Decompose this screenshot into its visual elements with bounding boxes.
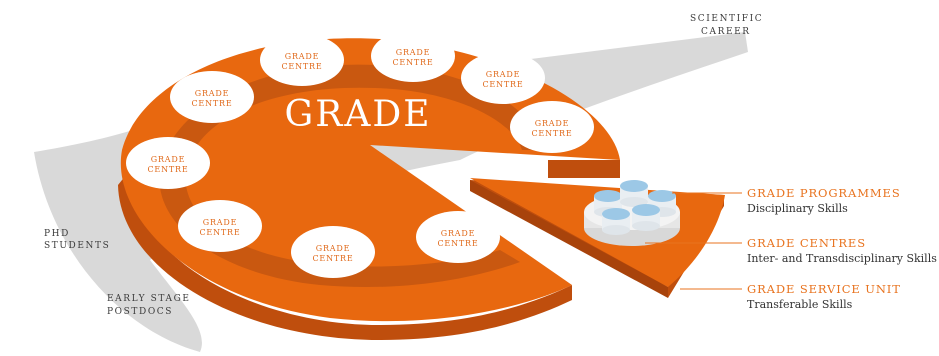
programme-cylinder-5 (632, 204, 660, 231)
grade-centre-ellipse (126, 137, 210, 189)
grade-centre-label-line1: GRADE (441, 229, 475, 238)
grade-centres: GRADECENTREGRADECENTREGRADECENTREGRADECE… (126, 30, 594, 278)
grade-centre-label-line2: CENTRE (438, 239, 479, 248)
phd-students-label-line1: PHD (44, 229, 70, 239)
grade-centre-ellipse (510, 101, 594, 153)
programme-cylinder-2 (620, 180, 648, 207)
grade-centre-label-line2: CENTRE (192, 99, 233, 108)
grade-centre-label-line1: GRADE (203, 218, 237, 227)
disk-side (118, 170, 572, 340)
legend-service-title: GRADE SERVICE UNIT (747, 282, 901, 296)
slice-side-bottom (470, 180, 668, 298)
legend-programmes-title: GRADE PROGRAMMES (747, 186, 901, 200)
grade-centre-ellipse (178, 200, 262, 252)
grade-centre-ellipse (461, 52, 545, 104)
grade-centre-label-line1: GRADE (486, 70, 520, 79)
grade-centre-label-line1: GRADE (396, 48, 430, 57)
legend-centres-title: GRADE CENTRES (747, 236, 866, 250)
grade-centre-label-line2: CENTRE (532, 129, 573, 138)
grade-centre-label-line2: CENTRE (282, 62, 323, 71)
programme-cylinders (594, 180, 676, 235)
legend-centres-subtitle: Inter- and Transdisciplinary Skills (747, 252, 937, 265)
grade-centre-ellipse (416, 211, 500, 263)
grade-centre-ellipse (291, 226, 375, 278)
scientific-career-label-line2: CAREER (701, 27, 751, 37)
postdocs-label-line2: POSTDOCS (107, 307, 173, 317)
grade-centre-label-line1: GRADE (316, 244, 350, 253)
grade-centre-label-line2: CENTRE (483, 80, 524, 89)
programme-cylinder-4 (602, 208, 630, 235)
grade-centre-label-line1: GRADE (285, 52, 319, 61)
inner-ring (159, 64, 545, 288)
grade-centre-ellipse (371, 30, 455, 82)
grade-centre-label-line1: GRADE (151, 155, 185, 164)
postdocs-label-line1: EARLY STAGE (107, 294, 191, 304)
legend-programmes-subtitle: Disciplinary Skills (747, 202, 848, 215)
grade-centre-label-line2: CENTRE (148, 165, 189, 174)
grade-centre-label-line2: CENTRE (313, 254, 354, 263)
grade-centre-label-line1: GRADE (195, 89, 229, 98)
legend-service-subtitle: Transferable Skills (747, 298, 853, 311)
scientific-career-label-line1: SCIENTIFIC (690, 14, 763, 24)
grade-centre-ellipse (260, 34, 344, 86)
phd-students-label-line2: STUDENTS (44, 241, 110, 251)
disk-side-right (548, 160, 620, 178)
grade-centre-label-line1: GRADE (535, 119, 569, 128)
diagram-title: GRADE (284, 94, 431, 135)
grade-centre-ellipse (170, 71, 254, 123)
grade-centre-label-line2: CENTRE (393, 58, 434, 67)
grade-centre-label-line2: CENTRE (200, 228, 241, 237)
